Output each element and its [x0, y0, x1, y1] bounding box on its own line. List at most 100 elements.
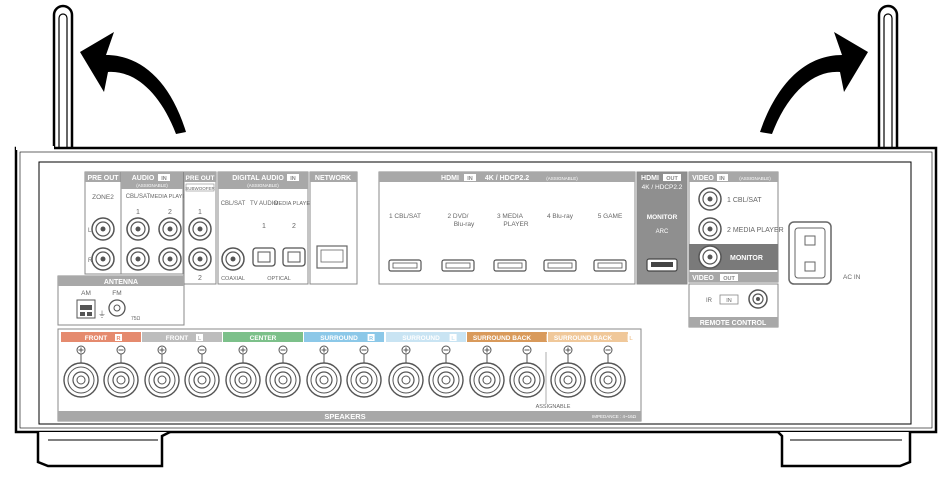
hdmi-input-label: 1 CBL/SAT: [389, 213, 421, 220]
audio-in-assignable: (ASSIGNABLE): [136, 183, 168, 188]
speaker-side-label: L: [629, 336, 633, 342]
right-foot: [777, 431, 912, 468]
speaker-binding-post[interactable]: [428, 362, 464, 398]
video-in-cblsat-jack[interactable]: [698, 187, 722, 211]
l-label: L: [88, 228, 92, 234]
audio-in-media-l-jack[interactable]: [158, 217, 182, 241]
plus-icon: [238, 345, 248, 355]
speaker-group: CENTER: [223, 332, 303, 398]
right-antenna: [877, 4, 899, 194]
speaker-group-label: SURROUND: [320, 335, 358, 342]
hdmi-input-port[interactable]: [593, 259, 627, 272]
speaker-group-label: FRONT: [166, 335, 188, 342]
hdmi-input-label: 4 Blu-ray: [547, 213, 574, 220]
hdmi-out-spec: 4K / HDCP2.2: [642, 184, 683, 191]
hdmi-in-badge: IN: [467, 176, 473, 182]
left-foot: [36, 430, 171, 468]
hdmi-input-label: 2 DVD/: [448, 213, 469, 220]
zone2-r-jack[interactable]: [91, 247, 115, 271]
hdmi-in-assignable: (ASSIGNABLE): [546, 176, 578, 181]
speaker-side-label: L: [198, 336, 202, 342]
subwoofer-label: SUBWOOFER: [185, 186, 215, 191]
minus-icon: [116, 345, 126, 355]
remote-control-section: REMOTE CONTROL IR IN: [688, 283, 779, 328]
minus-icon: [278, 345, 288, 355]
speaker-binding-post[interactable]: [590, 362, 626, 398]
ac-in-label: AC IN: [843, 274, 861, 281]
hdmi-input-port[interactable]: [388, 259, 422, 272]
subwoofer-1-jack[interactable]: [188, 217, 212, 241]
hdmi-input-port[interactable]: [543, 259, 577, 272]
speaker-side-label: L: [451, 336, 455, 342]
digital-tv-audio: TV AUDIO: [250, 201, 278, 207]
sub-2-label: 2: [198, 275, 202, 282]
video-in-assignable: (ASSIGNABLE): [739, 176, 771, 181]
zone2-label: ZONE2: [92, 194, 114, 201]
plus-icon: [319, 345, 329, 355]
speaker-binding-post[interactable]: [469, 362, 505, 398]
left-antenna: [52, 4, 74, 194]
ethernet-port[interactable]: [316, 245, 348, 269]
ac-inlet[interactable]: [788, 221, 832, 285]
speaker-group: FRONT L: [142, 332, 222, 398]
pre-out-title: PRE OUT: [87, 175, 119, 182]
antenna-section: ANTENNA AM FM ⏚ 75Ω: [57, 275, 185, 326]
fm-label: FM: [112, 290, 121, 297]
speaker-binding-post[interactable]: [346, 362, 382, 398]
digital-2: 2: [292, 223, 296, 230]
audio-in-cblsat-r-jack[interactable]: [126, 247, 150, 271]
hdmi-input-label: 5 GAME: [598, 213, 623, 220]
hdmi-input-port[interactable]: [441, 259, 475, 272]
audio-in-cblsat: CBL/SAT: [126, 194, 151, 200]
speaker-binding-post[interactable]: [103, 362, 139, 398]
audio-in-cblsat-l-jack[interactable]: [126, 217, 150, 241]
speakers-title: SPEAKERS: [324, 412, 365, 421]
speaker-binding-post[interactable]: [184, 362, 220, 398]
speaker-binding-post[interactable]: [388, 362, 424, 398]
speaker-binding-post[interactable]: [509, 362, 545, 398]
hdmi-input-port[interactable]: [493, 259, 527, 272]
hdmi-input-label-line2: Blu-ray: [454, 221, 475, 228]
speaker-binding-post[interactable]: [63, 362, 99, 398]
video-monitor-out-jack[interactable]: [698, 245, 722, 269]
plus-icon: [76, 345, 86, 355]
audio-in-media-r-jack[interactable]: [158, 247, 182, 271]
coaxial-label: COAXIAL: [221, 276, 245, 282]
video-out-title: VIDEO: [692, 275, 714, 282]
subwoofer-2-jack[interactable]: [188, 247, 212, 271]
zone2-l-jack[interactable]: [91, 217, 115, 241]
optical-label: OPTICAL: [267, 276, 291, 282]
hdmi-out-monitor: MONITOR: [647, 214, 678, 221]
audio-in-badge: IN: [161, 176, 167, 182]
video-out-badge: OUT: [723, 276, 735, 282]
hdmi-out-arc: ARC: [656, 229, 669, 235]
speaker-binding-post[interactable]: [225, 362, 261, 398]
speakers-impedance: IMPEDANCE : 4~16Ω: [592, 414, 637, 419]
speaker-group: SURROUND BACKR: [467, 332, 554, 398]
digital-1: 1: [262, 223, 266, 230]
audio-in-media: MEDIA PLAYER: [150, 194, 190, 200]
optical-2-port[interactable]: [282, 247, 306, 267]
speaker-binding-post[interactable]: [144, 362, 180, 398]
speakers-section: SPEAKERS IMPEDANCE : 4~16Ω ASSIGNABLE FR…: [57, 328, 642, 422]
speaker-binding-post[interactable]: [265, 362, 301, 398]
right-rotate-arrow-icon: [760, 32, 868, 134]
speaker-group-label: SURROUND BACK: [473, 335, 531, 342]
speaker-group: SURROUND L: [386, 332, 466, 398]
digital-media-player: MEDIA PLAYER: [274, 201, 314, 207]
speaker-group-label: SURROUND: [402, 335, 440, 342]
coaxial-jack[interactable]: [221, 247, 245, 271]
video-in-media-jack[interactable]: [698, 217, 722, 241]
pre-out-sub-title: PRE OUT: [186, 175, 215, 182]
plus-icon: [157, 345, 167, 355]
r-label: R: [88, 258, 93, 264]
speaker-binding-post[interactable]: [306, 362, 342, 398]
hdmi-out-badge: OUT: [666, 176, 678, 182]
hdmi-in-section: HDMI IN 4K / HDCP2.2 (ASSIGNABLE) 1 CBL/…: [378, 171, 636, 285]
speaker-binding-post[interactable]: [550, 362, 586, 398]
optical-1-port[interactable]: [252, 247, 276, 267]
antenna-title: ANTENNA: [104, 279, 138, 286]
speaker-group-label: CENTER: [250, 335, 277, 342]
